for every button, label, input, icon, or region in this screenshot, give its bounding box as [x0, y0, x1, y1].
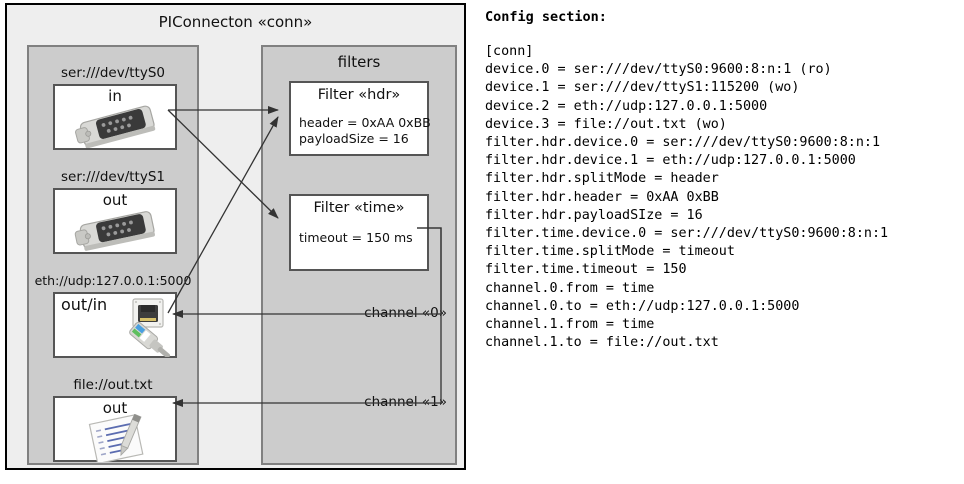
- device-io-label: out/in: [61, 295, 108, 314]
- device-group-file[interactable]: file://out.txt out: [29, 377, 197, 467]
- filters-panel: filters Filter «hdr» header = 0xAA 0xBB …: [261, 45, 457, 465]
- config-line: channel.0.from = time: [485, 280, 655, 296]
- device-group-ttyS0[interactable]: ser:///dev/ttyS0 in: [29, 65, 197, 155]
- filters-panel-title: filters: [337, 53, 381, 71]
- config-line: filter.time.device.0 = ser:///dev/ttyS0:…: [485, 226, 889, 242]
- serial-connector-icon: [71, 206, 163, 256]
- device-box[interactable]: out: [53, 396, 177, 465]
- config-line: filter.hdr.payloadSIze = 16: [485, 207, 703, 223]
- config-line: device.1 = ser:///dev/ttyS1:115200 (wo): [485, 80, 800, 96]
- device-group-ttyS1[interactable]: ser:///dev/ttyS1 out: [29, 169, 197, 259]
- devices-panel: ser:///dev/ttyS0 in: [27, 45, 199, 465]
- diagram-title: PIConnecton «conn»: [158, 13, 313, 31]
- config-line: filter.hdr.device.0 = ser:///dev/ttyS0:9…: [485, 135, 881, 151]
- config-line: device.0 = ser:///dev/ttyS0:9600:8:n:1 (…: [485, 62, 832, 78]
- device-label: eth://udp:127.0.0.1:5000: [34, 273, 192, 288]
- config-line: [conn]: [485, 44, 534, 59]
- connector-frame: PIConnecton «conn» ser:///dev/ttyS0 in: [5, 3, 466, 470]
- config-line: channel.0.to = eth://udp:127.0.0.1:5000: [485, 298, 800, 314]
- device-box[interactable]: out/in: [53, 292, 179, 361]
- config-line: device.3 = file://out.txt (wo): [485, 116, 727, 132]
- serial-connector-icon: [71, 102, 163, 152]
- connection-diagram: PIConnecton «conn» ser:///dev/ttyS0 in: [0, 0, 478, 484]
- filter-property: timeout = 150 ms: [299, 230, 413, 245]
- config-line: filter.hdr.device.1 = eth://udp:127.0.0.…: [485, 153, 856, 169]
- filter-title: Filter «time»: [313, 200, 405, 216]
- filter-property: payloadSize = 16: [299, 131, 409, 146]
- config-line: filter.hdr.splitMode = header: [485, 171, 719, 187]
- ethernet-plug-icon: [107, 297, 179, 361]
- filter-title: Filter «hdr»: [317, 87, 401, 103]
- device-io-label: out: [102, 191, 128, 209]
- device-io-label: in: [108, 87, 122, 105]
- channel-label-1: channel «1»: [364, 394, 447, 410]
- filter-box-hdr[interactable]: Filter «hdr» header = 0xAA 0xBB payloadS…: [289, 81, 431, 156]
- config-line: channel.1.to = file://out.txt: [485, 335, 719, 351]
- config-line: filter.time.timeout = 150: [485, 262, 687, 278]
- config-section: Config section: [conn] device.0 = ser:///…: [483, 0, 964, 484]
- filter-box-time[interactable]: Filter «time» timeout = 150 ms: [289, 194, 429, 271]
- device-group-eth[interactable]: eth://udp:127.0.0.1:5000 out/in: [29, 273, 197, 363]
- device-label: ser:///dev/ttyS0: [61, 65, 165, 81]
- device-box[interactable]: in: [53, 84, 177, 150]
- filter-property: header = 0xAA 0xBB: [299, 115, 431, 130]
- config-line: filter.time.splitMode = timeout: [485, 244, 735, 260]
- device-label: ser:///dev/ttyS1: [61, 169, 165, 185]
- device-box[interactable]: out: [53, 188, 177, 254]
- device-label: file://out.txt: [73, 377, 153, 393]
- config-line: device.2 = eth://udp:127.0.0.1:5000: [485, 98, 768, 114]
- config-text: [conn] device.0 = ser:///dev/ttyS0:9600:8…: [485, 43, 888, 352]
- config-line: channel.1.from = time: [485, 317, 655, 333]
- config-heading: Config section:: [485, 9, 607, 25]
- channel-label-0: channel «0»: [364, 305, 447, 321]
- device-io-label: out: [102, 399, 128, 417]
- text-file-icon: [83, 413, 161, 466]
- config-line: filter.hdr.header = 0xAA 0xBB: [485, 189, 719, 205]
